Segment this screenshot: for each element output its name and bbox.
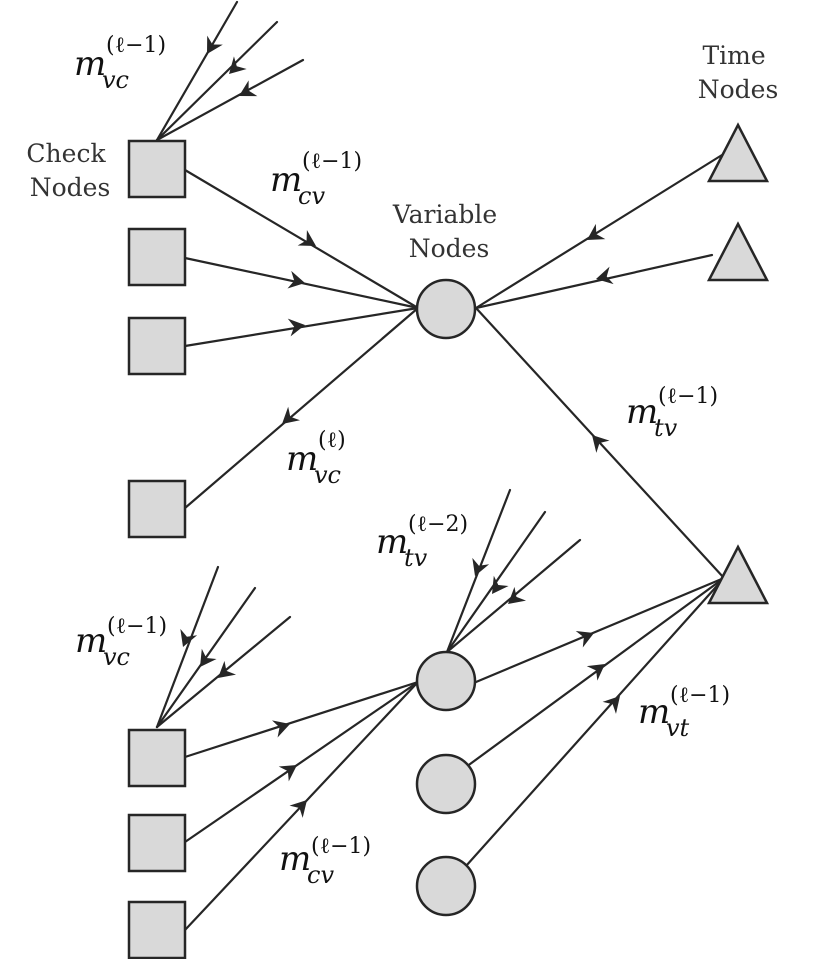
svg-text:(ℓ−1): (ℓ−1) [658,384,718,409]
arrow-fan-check5-3 [218,660,237,678]
check-node [127,900,187,959]
check-nodes-label: Check Nodes [26,139,113,202]
check-node [127,728,187,788]
message-m-vc-out: m vc (ℓ) [286,428,346,489]
svg-text:m: m [74,44,106,84]
message-m-cv-top: m cv (ℓ−1) [270,149,362,210]
time-nodes [706,122,770,605]
variable-nodes [415,278,477,917]
arrow-fan-check5-1 [180,628,198,647]
svg-text:m: m [286,439,318,479]
svg-text:vt: vt [666,714,690,742]
message-m-tv-bot: m tv (ℓ−2) [376,512,468,572]
arrow-fan-var2-1 [472,557,490,576]
edges-top [155,0,726,580]
arrow-fan-check5-2 [200,648,217,667]
arrow-time3-var1 [592,435,610,453]
check-node [127,227,187,287]
arrow-var1-check4 [282,406,300,424]
check-node [127,139,187,199]
svg-text:cv: cv [298,182,325,210]
edge-var1-check4 [183,306,420,510]
variable-node [415,753,477,815]
variable-node [415,650,477,712]
svg-text:(ℓ−1): (ℓ−1) [106,33,166,58]
svg-text:(ℓ): (ℓ) [318,428,346,453]
variable-node [415,278,477,340]
check-node [127,813,187,873]
fan-top-2 [155,20,279,142]
arrow-var2-time3 [575,630,594,648]
arrow-var4-time3 [602,696,620,714]
arrow-check7-var2 [289,800,307,818]
svg-text:m: m [279,839,311,879]
check-node [127,479,187,539]
svg-text:m: m [626,392,658,432]
svg-text:(ℓ−1): (ℓ−1) [302,149,362,174]
arrow-check2-var1 [287,270,305,289]
arrow-time2-var1 [596,266,614,285]
arrow-fan-top-2 [229,56,247,74]
edge-time3-var1 [474,306,726,580]
time-nodes-label: Time Nodes [698,41,779,104]
fan-top-3 [155,58,305,142]
edge-time1-var1 [474,153,724,310]
variable-nodes-label: Variable Nodes [392,200,505,263]
time-node [706,122,770,183]
edge-check1-var1 [183,168,420,310]
arrow-check3-var1 [287,318,305,337]
arrow-time1-var1 [587,223,606,240]
svg-text:vc: vc [314,461,341,489]
svg-text:vc: vc [103,643,130,671]
arrowheads [180,35,620,818]
edge-check5-var2 [183,680,420,759]
svg-text:m: m [376,522,408,562]
fan-check5-1 [155,565,220,729]
arrow-check6-var2 [278,765,297,782]
svg-text:m: m [638,692,670,732]
svg-text:(ℓ−1): (ℓ−1) [670,683,730,708]
svg-text:m: m [75,621,107,661]
svg-text:tv: tv [654,414,678,442]
check-nodes [127,139,187,959]
arrow-fan-top-3 [239,80,258,97]
time-node [706,221,770,282]
svg-text:(ℓ−1): (ℓ−1) [311,834,371,859]
svg-text:(ℓ−2): (ℓ−2) [408,512,468,537]
svg-text:vc: vc [102,66,129,94]
variable-node [415,855,477,917]
edge-var3-time3 [464,576,726,769]
svg-text:m: m [270,160,302,200]
message-m-vc-bot: m vc (ℓ−1) [75,614,167,671]
arrow-check5-var2 [272,720,290,738]
svg-text:(ℓ−1): (ℓ−1) [107,614,167,639]
arrow-check1-var1 [297,230,316,246]
arrow-fan-var2-3 [508,586,527,604]
message-m-vc-top: m vc (ℓ−1) [74,33,166,94]
message-m-cv-bot: m cv (ℓ−1) [279,834,371,889]
arrow-fan-var2-2 [492,575,509,594]
svg-text:cv: cv [307,861,334,889]
arrow-fan-top-1 [207,35,223,54]
fan-top-1 [155,0,239,142]
time-node [706,544,770,605]
edge-var4-time3 [464,576,726,868]
check-node [127,316,187,376]
message-m-tv-mid: m tv (ℓ−1) [626,384,718,442]
arrow-var3-time3 [586,664,605,681]
message-m-vt-bot: m vt (ℓ−1) [638,683,730,742]
edge-var2-time3 [474,576,726,684]
edge-time2-var1 [474,253,714,310]
edge-check6-var2 [183,680,420,844]
svg-text:tv: tv [404,544,428,572]
